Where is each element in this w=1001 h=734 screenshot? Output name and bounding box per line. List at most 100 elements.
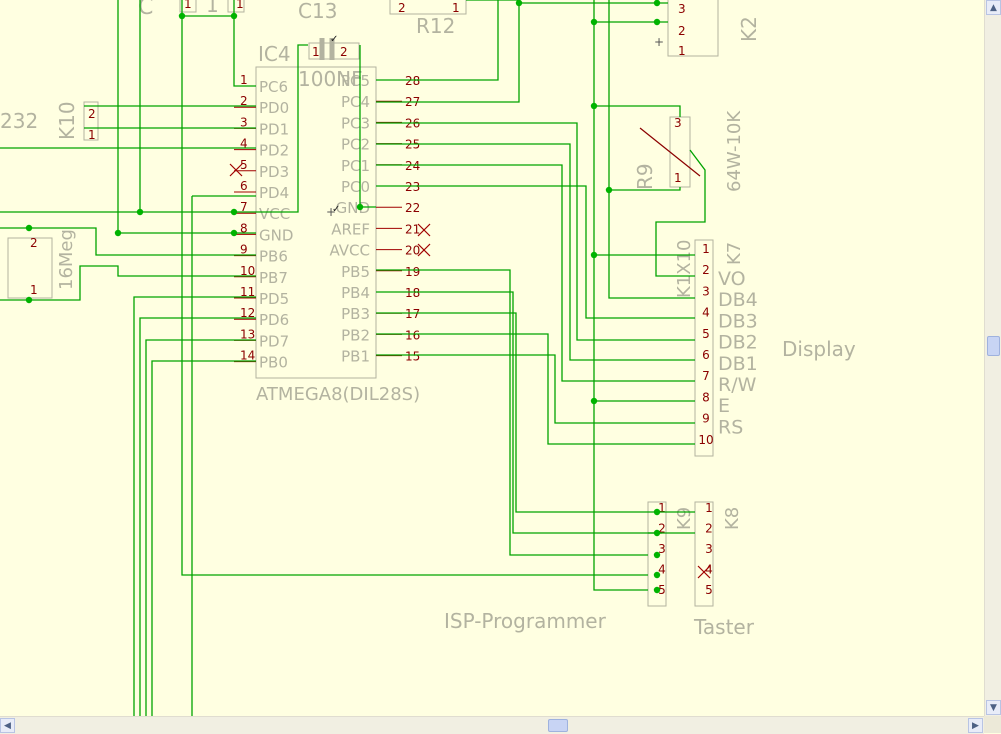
ic4-pin-name: PB4 <box>341 284 370 302</box>
k9-body[interactable] <box>647 501 667 607</box>
isp-title: ISP-Programmer <box>444 609 607 633</box>
k7-pin-number: 10 <box>698 433 713 447</box>
ic4-ref: IC4 <box>258 42 291 66</box>
ic4-pin-name: PC2 <box>341 136 370 154</box>
ic4-pin-name: PB6 <box>259 248 288 266</box>
ic4-pin-name: PB7 <box>259 269 288 287</box>
k2-body[interactable] <box>667 0 719 57</box>
gnd-check-mark: ✓ <box>332 204 340 215</box>
k10-value: 232 <box>0 109 38 133</box>
partial-part-value: 1 <box>206 0 219 17</box>
ic4-pin-number: 18 <box>405 286 420 300</box>
partial-part-body-2 <box>227 0 245 13</box>
r9-pin3: 3 <box>674 116 682 130</box>
ic4-pin-number: 24 <box>405 159 420 173</box>
k10-body[interactable] <box>83 101 99 141</box>
scroll-down-icon[interactable]: ▼ <box>986 700 1001 715</box>
ic4-pin-number: 19 <box>405 265 420 279</box>
ic4-pin-name: PC4 <box>341 93 370 111</box>
ic4-pin-name: PB1 <box>341 348 370 366</box>
k2-pin3: 3 <box>678 2 686 16</box>
k7-pin-number: 1 <box>702 242 710 256</box>
ic4-value: ATMEGA8(DIL28S) <box>256 384 420 405</box>
ic4-pin-number: 3 <box>240 115 248 129</box>
ic4-pin-name: PD0 <box>259 99 289 117</box>
horizontal-scroll-thumb[interactable] <box>548 719 568 732</box>
ic4-pin-name: PB0 <box>259 354 288 372</box>
junction-dots <box>25 0 661 594</box>
k2-cross-icon: + <box>654 35 664 49</box>
r9-value: 64W-10K <box>724 110 745 192</box>
ic4-pin-name: PD2 <box>259 142 289 160</box>
k7-ref: K7 <box>724 242 745 265</box>
ic4-pin-name: PD3 <box>259 163 289 181</box>
k7-pin-number: 9 <box>702 412 710 426</box>
k10-pin1: 1 <box>88 128 96 142</box>
ic4-right-pins: 28PC527PC426PC325PC224PC123PC022GND21ARE… <box>329 72 420 366</box>
ic4-pin-number: 15 <box>405 350 420 364</box>
horizontal-scrollbar[interactable]: ◀ ▶ <box>0 716 984 734</box>
c13-value: 100NF <box>298 67 363 91</box>
scroll-up-icon[interactable]: ▲ <box>986 0 1001 15</box>
ic4-pin-name: PB2 <box>341 326 370 344</box>
taster-title: Taster <box>693 615 755 639</box>
k7-pin-number: 8 <box>702 390 710 404</box>
k10-ref: K10 <box>55 101 79 140</box>
r12-ref: R12 <box>416 14 455 38</box>
ic4-pin-name: PD1 <box>259 120 289 138</box>
ic4-pin-name: PC0 <box>341 178 370 196</box>
k8-pin-number: 2 <box>705 522 713 536</box>
ic4-pin-number: 5 <box>240 158 248 172</box>
ic4-pin-number: 1 <box>240 73 248 87</box>
c13-pin1: 1 <box>312 45 320 59</box>
ic4-pin-number: 21 <box>405 222 420 236</box>
k8-body[interactable] <box>694 501 714 607</box>
display-title: Display <box>782 337 856 361</box>
k9-pin-number: 5 <box>658 583 666 597</box>
k7-signal-label: DB2 <box>718 332 758 354</box>
ic4-pin-number: 12 <box>240 306 255 320</box>
r9-wiper-arrow <box>639 127 701 177</box>
ic4-pin-name: GND <box>336 199 370 217</box>
k8-ref: K8 <box>722 507 743 530</box>
k7-signal-label: DB1 <box>718 353 758 375</box>
ic4-pin-number: 13 <box>240 327 255 341</box>
c13-ref: C13 <box>298 0 337 23</box>
crystal-pin1: 1 <box>30 283 38 297</box>
ic4-pin-number: 17 <box>405 307 420 321</box>
k8-pin-number: 5 <box>705 583 713 597</box>
k7-signal-label: RS <box>718 416 743 438</box>
c13-pin2: 2 <box>340 45 348 59</box>
k9-pin-number: 3 <box>658 542 666 556</box>
no-connect-marks <box>229 163 711 579</box>
crystal-pin2: 2 <box>30 236 38 250</box>
partial-pin-2: 1 <box>236 0 244 11</box>
scroll-left-icon[interactable]: ◀ <box>0 718 15 733</box>
r12-body[interactable] <box>389 0 467 15</box>
vertical-scrollbar[interactable]: ▲ ▼ <box>984 0 1001 716</box>
k8-pin-number: 4 <box>705 563 713 577</box>
ic4-pin-name: PD6 <box>259 311 289 329</box>
partial-part-label: C <box>138 0 153 20</box>
ic4-pin-number: 16 <box>405 328 420 342</box>
k7-signal-label: DB4 <box>718 289 758 311</box>
c13-check-mark: ✓ <box>330 34 338 45</box>
vertical-scroll-thumb[interactable] <box>987 336 1000 356</box>
ic4-pin-name: VCC <box>259 205 290 223</box>
k7-pin-number: 5 <box>702 327 710 341</box>
ic4-pin-name: PD5 <box>259 290 289 308</box>
k7-body[interactable] <box>694 239 714 457</box>
k9-pin-number: 2 <box>658 522 666 536</box>
ic4-pin-number: 20 <box>405 244 420 258</box>
k7-signal-label: VO <box>718 268 746 290</box>
scroll-right-icon[interactable]: ▶ <box>968 718 983 733</box>
ic4-pin-number: 11 <box>240 285 255 299</box>
ic4-pin-name: PB5 <box>341 263 370 281</box>
ic4-pin-name: PD4 <box>259 184 289 202</box>
ic4-body[interactable] <box>255 66 377 379</box>
